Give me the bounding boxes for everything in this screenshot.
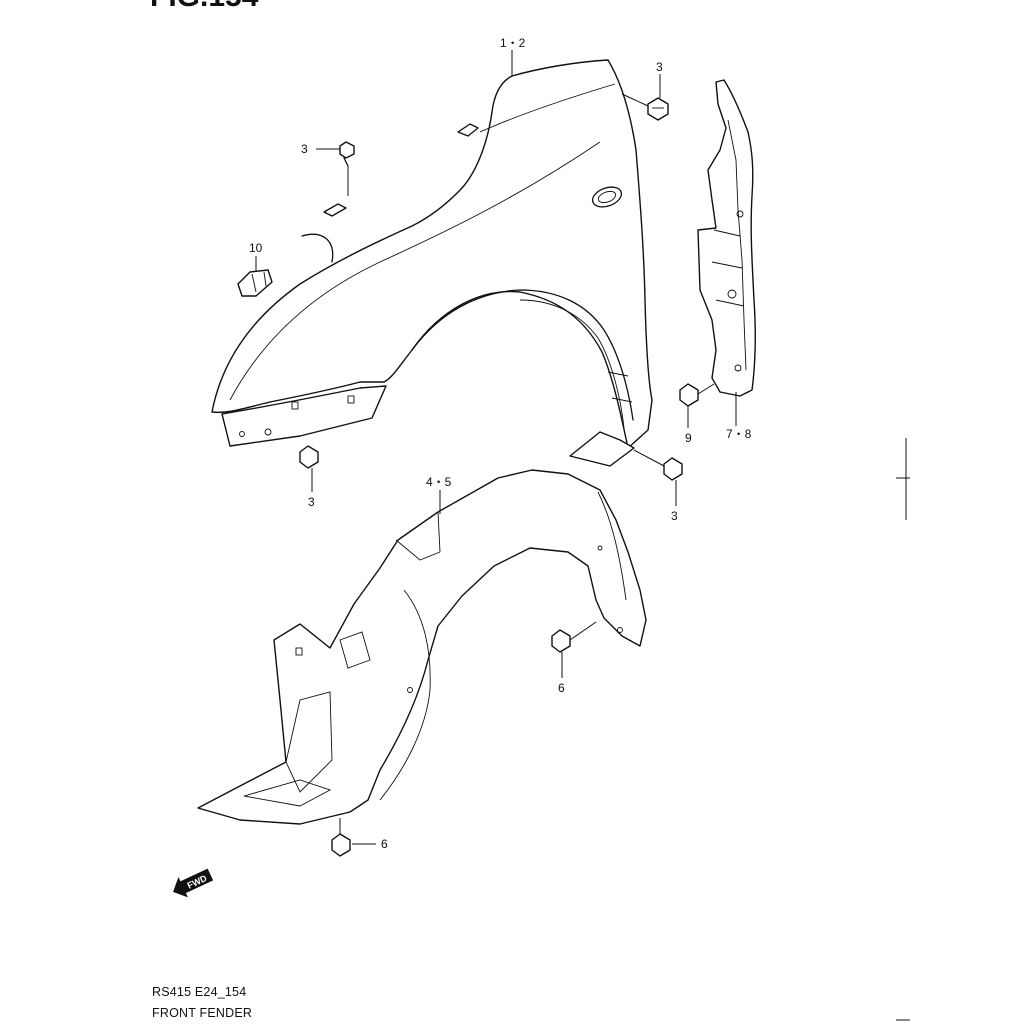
bolt-icon-bottom-right: [663, 457, 683, 481]
callout-screw-6-bottom: 6: [381, 837, 388, 851]
callout-bracket: 7・8: [726, 427, 752, 441]
figure-title: FIG.154: [150, 0, 259, 13]
figure-name: FRONT FENDER: [152, 1006, 253, 1020]
fwd-arrow-icon: FWD: [173, 868, 214, 898]
figure-code: RS415 E24_154: [152, 985, 247, 999]
margin-marks: [896, 438, 910, 1021]
callout-clip-10: 10: [249, 241, 263, 255]
callout-bolt-bottom-left: 3: [308, 495, 315, 509]
callout-bolt-9: 9: [685, 431, 692, 445]
callout-liner: 4・5: [426, 475, 452, 489]
fender-liner-part: [197, 469, 647, 825]
bolt-icon-bottom-left: [299, 445, 319, 469]
callout-bolt-top-right: 3: [656, 60, 663, 74]
screw-icon-6-right: [551, 629, 571, 653]
callout-bolt-bottom-right: 3: [671, 509, 678, 523]
callout-fender: 1・2: [500, 36, 526, 50]
bolt-icon-top-left: [339, 141, 355, 167]
leader-lines: [255, 50, 737, 845]
fender-bracket-part: [697, 79, 757, 397]
front-fender-part: [211, 59, 653, 467]
screw-icon-6-bottom: [331, 833, 351, 857]
bolt-icon-9: [679, 383, 699, 407]
clip-icon: [237, 269, 273, 297]
bolt-icon-top-right: [647, 97, 669, 121]
callout-bolt-top-left: 3: [301, 142, 308, 156]
callout-screw-6-right: 6: [558, 681, 565, 695]
